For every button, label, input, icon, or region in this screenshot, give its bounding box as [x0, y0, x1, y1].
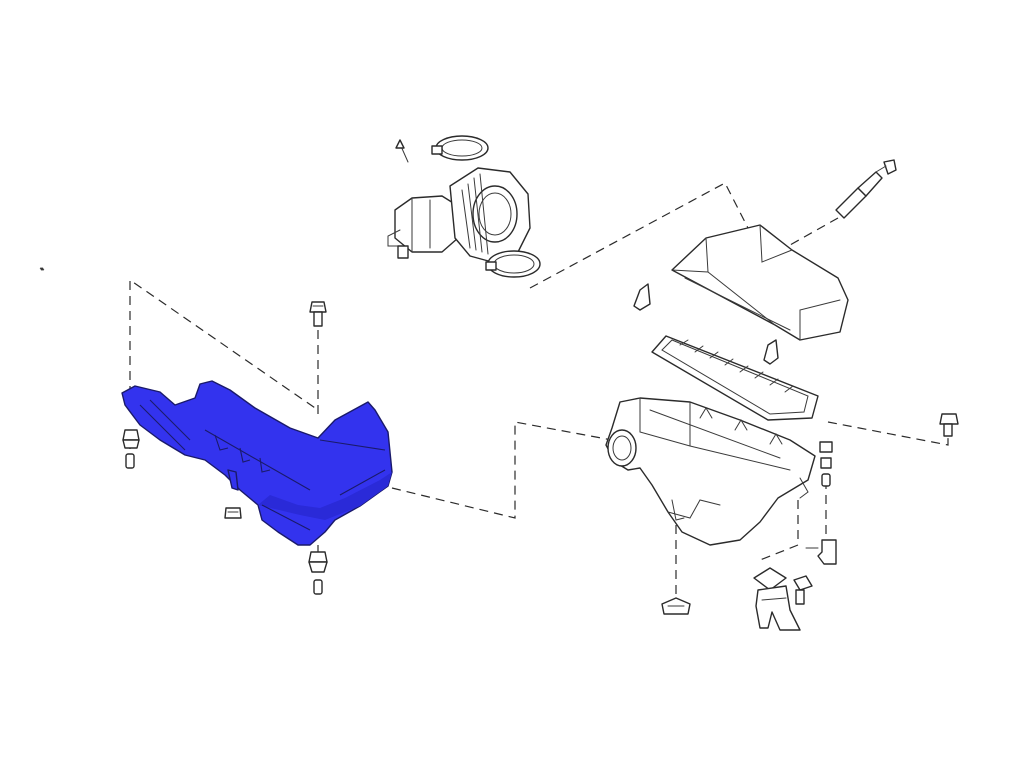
- air-cleaner-case[interactable]: [605, 397, 816, 546]
- grommet-middle[interactable]: [224, 507, 242, 519]
- cover-body: [671, 224, 849, 341]
- grommet-bottom[interactable]: [308, 551, 328, 573]
- hose-opening: [472, 185, 518, 243]
- leader-duct-to-top: [129, 278, 319, 411]
- clip-cover-left[interactable]: [633, 283, 651, 311]
- duct-tab-2: [239, 447, 251, 463]
- stray-marks: [40, 267, 44, 271]
- pin-left[interactable]: [125, 453, 135, 469]
- case-inlet: [607, 429, 637, 467]
- bolt-bracket[interactable]: [793, 575, 813, 605]
- clip-case-right[interactable]: [819, 441, 833, 487]
- bolt-case-right[interactable]: [939, 413, 959, 437]
- duct-rib-4: [261, 504, 311, 531]
- air-inlet-duct-body: [121, 380, 393, 546]
- mass-air-flow-sensor[interactable]: [387, 195, 459, 259]
- duct-rib-5: [319, 439, 386, 451]
- case-fasteners: [661, 413, 959, 631]
- air-cleaner-cover[interactable]: [671, 224, 849, 341]
- grommet-case-bottom[interactable]: [661, 597, 691, 615]
- air-inlet-duct[interactable]: [121, 380, 393, 546]
- leader-duct-to-case: [391, 421, 613, 519]
- mounting-bracket[interactable]: [753, 567, 801, 631]
- leader-case-right-bolt: [827, 421, 949, 446]
- leader-case-to-bracket: [759, 500, 799, 561]
- bolt-cover[interactable]: [835, 159, 897, 219]
- duct-tab-1: [214, 434, 229, 451]
- duct-rib-3: [204, 429, 311, 491]
- leader-bolt-to-cover: [789, 217, 839, 246]
- intake-hose[interactable]: [449, 167, 531, 263]
- maf-housing: [394, 195, 459, 253]
- case-body: [605, 397, 816, 546]
- grommet-left[interactable]: [122, 429, 140, 449]
- duct-rib-2: [149, 399, 191, 441]
- duct-tab-3: [259, 457, 271, 473]
- air-filter-element[interactable]: [651, 335, 819, 421]
- clip-cover-right[interactable]: [763, 339, 779, 365]
- air-inlet-duct-lower-face: [258, 472, 392, 520]
- duct-rib-6: [339, 469, 386, 496]
- duct-rib-1: [139, 404, 186, 451]
- duct-foot: [227, 469, 239, 491]
- hose-clamp-lower[interactable]: [485, 250, 541, 278]
- direction-arrow-icon: [395, 139, 409, 163]
- hose-clamp-upper[interactable]: [431, 135, 489, 161]
- leader-hose-to-cover: [529, 182, 749, 289]
- clip-case-bracket[interactable]: [805, 539, 837, 565]
- filter-frame: [651, 335, 819, 421]
- duct-fasteners: [122, 301, 328, 595]
- pin-bottom[interactable]: [313, 579, 323, 595]
- bolt-top[interactable]: [309, 301, 327, 327]
